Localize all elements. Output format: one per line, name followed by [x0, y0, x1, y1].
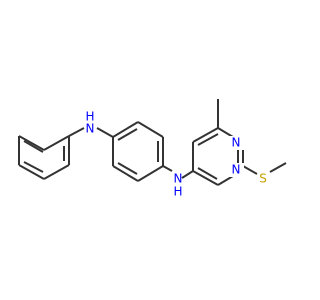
- bond: [181, 170, 194, 179]
- bond: [23, 161, 44, 173]
- amine-hydrogen-top: H: [85, 110, 94, 124]
- bond: [112, 165, 139, 182]
- bond: [112, 121, 139, 138]
- bond: [18, 164, 45, 180]
- amine-hydrogen-bottom: H: [173, 185, 182, 199]
- label-mask: [228, 163, 244, 177]
- pyrimidine-nitrogen-lower: N: [232, 163, 241, 177]
- bond: [242, 165, 258, 175]
- label-mask: [228, 136, 244, 150]
- bond: [68, 127, 85, 137]
- amine-nitrogen-top: N: [86, 122, 95, 136]
- molecule-structure: N H N H N N S: [18, 99, 287, 199]
- bond: [43, 164, 70, 180]
- amine-nitrogen-bottom: N: [174, 172, 183, 186]
- phenyl-ring: [18, 135, 70, 180]
- bond: [18, 135, 45, 151]
- molecule-canvas: N H N H N N S: [18, 99, 287, 199]
- bond: [137, 165, 164, 182]
- bond: [217, 127, 234, 138]
- pyrimidine-nitrogen-upper: N: [232, 136, 241, 150]
- bond: [43, 135, 70, 151]
- bond: [23, 140, 44, 153]
- thioether-sulfur: S: [259, 172, 267, 186]
- bond: [197, 167, 218, 180]
- bond: [217, 175, 234, 186]
- bond: [96, 127, 114, 138]
- bond: [192, 170, 219, 186]
- bond: [192, 127, 219, 143]
- bond: [162, 165, 173, 172]
- bond: [117, 128, 138, 141]
- bond: [269, 162, 287, 173]
- bond: [137, 121, 164, 138]
- bond: [117, 162, 138, 175]
- bond: [197, 133, 219, 146]
- phenylene-ring: [112, 121, 164, 182]
- pyrimidine-ring: [192, 127, 244, 186]
